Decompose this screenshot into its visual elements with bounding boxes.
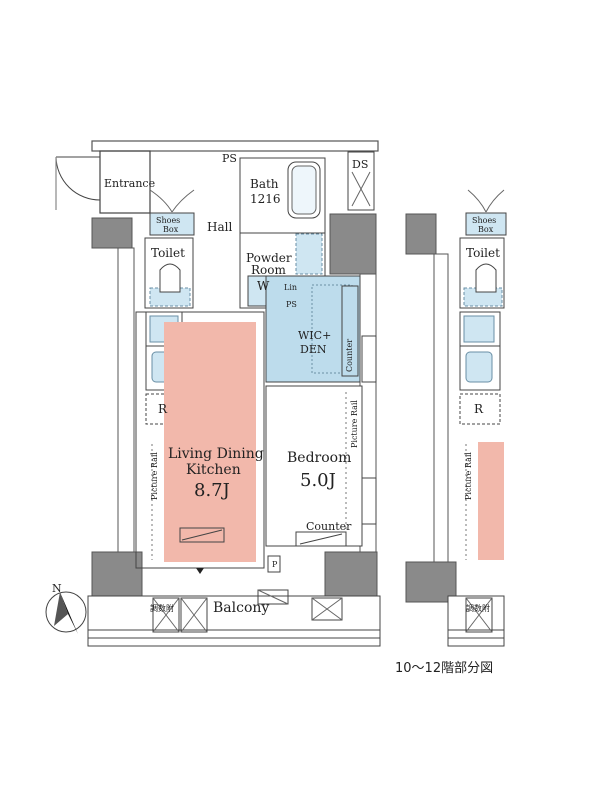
balcony <box>87 568 381 647</box>
partial-picture-rail-label: Picture Rail <box>464 452 473 500</box>
toilet-label: Toilet <box>151 246 185 260</box>
powder-room-label-1: Powder <box>246 251 292 265</box>
right-windows <box>361 335 377 525</box>
bedroom-room <box>265 385 363 573</box>
partial-floor-plan: Shoes Box Toilet R Picture Rail 調数附 <box>405 189 507 647</box>
bath-size-label: 1216 <box>250 192 281 206</box>
counter-horizontal-label: Counter <box>306 520 352 533</box>
wic-label-2: DEN <box>300 343 327 356</box>
balcony-label: Balcony <box>213 600 269 616</box>
bath-label: Bath <box>250 177 279 191</box>
ldk-area-label: 8.7J <box>194 480 230 501</box>
washer-label: W <box>257 279 270 293</box>
counter-vertical-label: Counter <box>345 339 354 372</box>
bath-room <box>239 157 326 234</box>
shoes-box-label-2: Box <box>163 225 179 234</box>
ds-label: DS <box>352 158 368 171</box>
shoes-box <box>149 189 195 236</box>
ds-shaft <box>347 151 375 211</box>
ps-mid-label: PS <box>286 300 297 309</box>
partial-balcony-jp-label: 調数附 <box>466 603 490 613</box>
linen-label: Lin <box>284 283 297 292</box>
partial-fridge-label: R <box>474 402 484 416</box>
shoes-box-label-1: Shoes <box>156 216 180 225</box>
partial-shoes-label-1: Shoes <box>472 216 496 225</box>
toilet-room <box>144 237 194 309</box>
entrance-label: Entrance <box>104 177 155 190</box>
partial-shoes-label-2: Box <box>478 225 494 234</box>
p-label: P <box>272 560 278 569</box>
wic-label-1: WIC+ <box>298 329 331 342</box>
partial-toilet-label: Toilet <box>466 246 500 260</box>
ldk-label-1: Living Dining <box>168 446 264 462</box>
bedroom-label: Bedroom <box>287 450 351 466</box>
entrance-area <box>55 150 151 214</box>
balcony-jp-label: 調数附 <box>150 603 174 613</box>
ps-top-label: PS <box>222 152 237 165</box>
fridge-label: R <box>158 402 168 416</box>
hall-label: Hall <box>207 220 232 234</box>
ldk-label-2: Kitchen <box>186 462 241 478</box>
floor-caption: 10〜12階部分図 <box>395 661 493 676</box>
bedroom-area-label: 5.0J <box>300 470 336 491</box>
compass-icon <box>45 591 87 634</box>
powder-room-label-2: Room <box>251 263 286 277</box>
picture-rail-left-label: Picture Rail <box>150 452 159 500</box>
picture-rail-right-label: Picture Rail <box>350 400 359 448</box>
wic-den <box>265 275 361 383</box>
ldk-room <box>135 311 265 569</box>
compass-n-label: N <box>52 582 62 595</box>
